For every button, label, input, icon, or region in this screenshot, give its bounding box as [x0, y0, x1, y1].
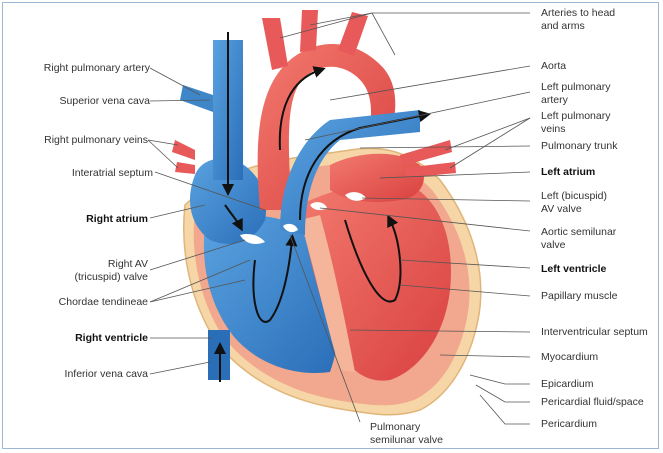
right-pulmonary-veins-2 — [175, 162, 195, 174]
label-left-atrium: Left atrium — [541, 166, 596, 178]
label-interventricular-septum: Interventricular septum — [541, 326, 648, 338]
label-myocardium: Myocardium — [541, 351, 599, 363]
label-line: Aortic semilunar — [541, 226, 617, 238]
label-right-av-valve: Right AV (tricuspid) valve — [0, 258, 148, 284]
label-pulmonary-semilunar-valve: Pulmonary semilunar valve — [370, 421, 443, 447]
label-line: Arteries to head — [541, 7, 616, 19]
label-line: Left (bicuspid) — [541, 190, 607, 202]
label-line: valve — [541, 239, 566, 251]
arteries-head-2 — [300, 10, 318, 52]
label-right-atrium: Right atrium — [86, 213, 148, 225]
pulmonary-valve — [283, 223, 298, 233]
label-right-pulmonary-veins: Right pulmonary veins — [44, 134, 148, 146]
label-line: Right AV — [107, 258, 148, 270]
flow-arrow-rv — [252, 234, 298, 323]
right-pulmonary-artery — [180, 85, 213, 112]
right-av-valve — [240, 233, 265, 244]
flow-arrow-aorta — [278, 66, 326, 151]
flow-arrow-ra — [224, 204, 243, 232]
label-chordae-tendineae: Chordae tendineae — [58, 296, 148, 308]
label-left-ventricle: Left ventricle — [541, 263, 607, 275]
label-superior-vena-cava: Superior vena cava — [59, 95, 150, 107]
label-right-ventricle: Right ventricle — [75, 332, 148, 344]
label-left-av-valve: Left (bicuspid) AV valve — [541, 190, 607, 216]
label-line: Pulmonary — [370, 421, 421, 433]
label-line: and arms — [541, 20, 585, 32]
label-line: veins — [541, 123, 566, 135]
label-arteries-head-arms: Arteries to head and arms — [541, 7, 615, 33]
label-interatrial-septum: Interatrial septum — [71, 167, 153, 179]
left-av-valve — [345, 192, 366, 201]
label-left-pulmonary-veins: Left pulmonary veins — [541, 110, 610, 136]
diagram-frame — [2, 2, 659, 449]
arteries-head-3 — [338, 12, 368, 56]
aorta — [257, 43, 396, 211]
left-pulmonary-veins-2 — [405, 162, 456, 178]
label-pulmonary-trunk: Pulmonary trunk — [541, 140, 618, 152]
left-pulmonary-veins — [400, 140, 452, 166]
label-aorta: Aorta — [541, 60, 567, 72]
label-pericardium: Pericardium — [541, 418, 598, 430]
label-line: artery — [541, 94, 568, 106]
leader-lines — [147, 12, 531, 425]
left-atrium — [330, 153, 424, 202]
label-pericardial-fluid: Pericardial fluid/space — [541, 396, 644, 408]
right-pulmonary-veins — [172, 140, 195, 160]
flow-arrow-lv — [344, 214, 402, 303]
label-line: semilunar valve — [370, 434, 443, 446]
label-line: AV valve — [541, 203, 582, 215]
arteries-head — [262, 18, 288, 70]
interventricular-septum — [300, 215, 355, 372]
label-left-pulmonary-artery: Left pulmonary artery — [541, 81, 610, 107]
pulmonary-trunk — [280, 110, 420, 235]
label-line: (tricuspid) valve — [74, 271, 148, 283]
label-epicardium: Epicardium — [541, 378, 594, 390]
flow-arrow-pt — [299, 110, 431, 221]
label-right-pulmonary-artery: Right pulmonary artery — [43, 62, 150, 74]
label-papillary-muscle: Papillary muscle — [541, 290, 618, 302]
label-inferior-vena-cava: Inferior vena cava — [64, 368, 148, 380]
label-line: Left pulmonary — [541, 81, 611, 93]
label-line: Left pulmonary — [541, 110, 611, 122]
label-aortic-semilunar-valve: Aortic semilunar valve — [541, 226, 616, 252]
right-atrium — [190, 158, 267, 244]
right-ventricle — [203, 215, 339, 373]
